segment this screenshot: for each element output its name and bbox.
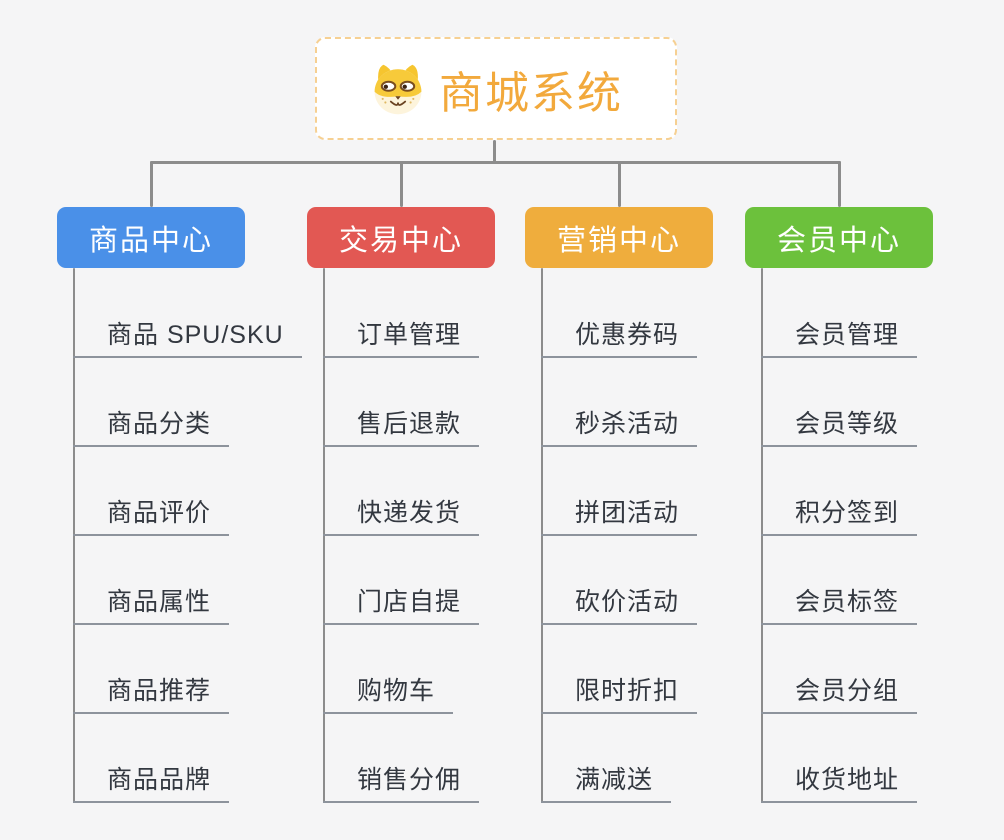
subtopic-item[interactable]: 商品品牌	[73, 759, 230, 803]
subtopic-item[interactable]: 拼团活动	[541, 492, 698, 536]
subtopic-item[interactable]: 商品属性	[73, 581, 230, 625]
connector-drop	[400, 161, 403, 207]
connector-drop	[618, 161, 621, 207]
subtopic-item[interactable]: 订单管理	[323, 314, 480, 358]
connector-bus	[150, 161, 841, 164]
subtopic-item[interactable]: 收货地址	[761, 759, 918, 803]
subtopic-item[interactable]: 会员标签	[761, 581, 918, 625]
subtopic-item[interactable]: 销售分佣	[323, 759, 480, 803]
branch-topic[interactable]: 商品中心	[57, 207, 245, 268]
subtopic-item[interactable]: 购物车	[323, 670, 454, 714]
subtopic-item[interactable]: 积分签到	[761, 492, 918, 536]
branch-topic-label: 交易中心	[338, 224, 463, 257]
subtopic-item[interactable]: 商品分类	[73, 403, 230, 447]
subtopic-item[interactable]: 秒杀活动	[541, 403, 698, 447]
subtopic-item[interactable]: 满减送	[541, 759, 672, 803]
subtopic-item[interactable]: 商品推荐	[73, 670, 230, 714]
subtopic-item[interactable]: 售后退款	[323, 403, 480, 447]
root-connector-drop	[493, 140, 496, 164]
subtopic-item[interactable]: 快递发货	[323, 492, 480, 536]
subtopic-item[interactable]: 优惠券码	[541, 314, 698, 358]
subtopic-item[interactable]: 会员等级	[761, 403, 918, 447]
branch-topic[interactable]: 交易中心	[307, 207, 495, 268]
branch-topic-label: 营销中心	[556, 224, 681, 257]
root-topic-title: 商城系统	[439, 68, 623, 118]
subtopic-item[interactable]: 会员分组	[761, 670, 918, 714]
branch-topic[interactable]: 营销中心	[525, 207, 713, 268]
root-topic[interactable]: 商城系统	[315, 37, 677, 140]
branch-topic-label: 会员中心	[776, 224, 901, 257]
subtopic-item[interactable]: 商品 SPU/SKU	[73, 314, 302, 358]
branch-topic-label: 商品中心	[88, 224, 213, 257]
branch-topic[interactable]: 会员中心	[745, 207, 933, 268]
dog-face-icon	[374, 64, 422, 114]
connector-drop	[838, 161, 841, 207]
subtopic-item[interactable]: 限时折扣	[541, 670, 698, 714]
subtopic-item[interactable]: 会员管理	[761, 314, 918, 358]
connector-drop	[150, 161, 153, 207]
subtopic-item[interactable]: 砍价活动	[541, 581, 698, 625]
subtopic-item[interactable]: 商品评价	[73, 492, 230, 536]
subtopic-item[interactable]: 门店自提	[323, 581, 480, 625]
